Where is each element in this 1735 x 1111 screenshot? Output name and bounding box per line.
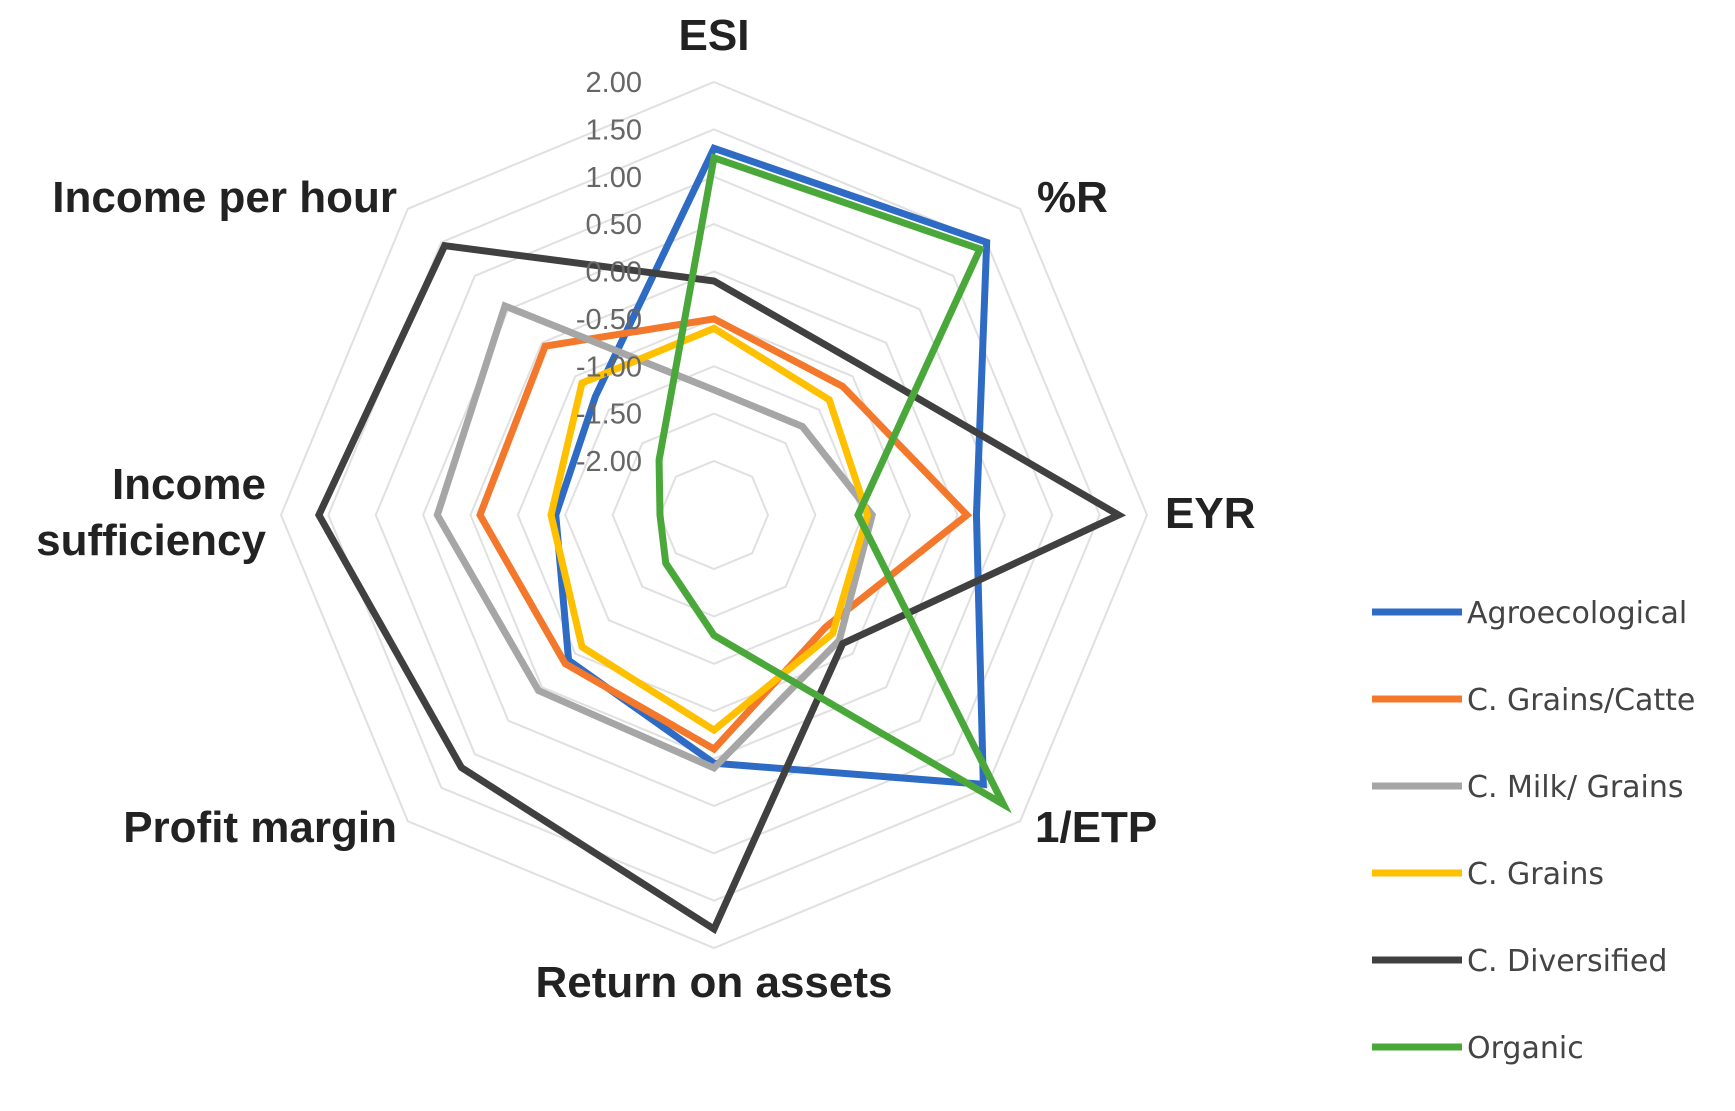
legend-label: C. Grains/Catte — [1467, 683, 1695, 718]
legend-label: C. Milk/ Grains — [1467, 770, 1684, 805]
series-line-c-grains-catte — [476, 315, 973, 754]
legend-label: C. Grains — [1467, 857, 1604, 892]
legend-item-c-grains-catte: C. Grains/Catte — [1372, 683, 1695, 718]
series-line-c-milk-grains — [433, 301, 877, 773]
tick-label: -2.00 — [576, 446, 642, 478]
axis-label-income-per-hour: Income per hour — [52, 173, 397, 222]
legend-label: Agroecological — [1467, 596, 1687, 631]
legend-item-agroecological: Agroecological — [1372, 596, 1687, 631]
tick-label: 1.50 — [586, 114, 642, 146]
grid-ring-2-00 — [658, 459, 770, 571]
tick-label: 1.00 — [586, 162, 642, 194]
legend-label: Organic — [1467, 1031, 1584, 1066]
legend-item-c-milk-grains: C. Milk/ Grains — [1372, 770, 1684, 805]
axis-label-r: %R — [1037, 173, 1108, 222]
legend: Agroecological C. Grains/Catte C. Milk/ Gr… — [1372, 596, 1695, 1066]
series-line-organic — [655, 153, 1012, 814]
grid-ring-0-50 — [516, 317, 912, 713]
grid-ring-1-00 — [564, 365, 864, 665]
axis-label-1-etp: 1/ETP — [1035, 803, 1157, 852]
grid-ring-2-00 — [279, 80, 1149, 950]
radar-grid — [279, 80, 1149, 950]
axis-label-profit-margin: Profit margin — [123, 803, 397, 852]
legend-item-c-diversified: C. Diversified — [1372, 944, 1667, 979]
tick-label: 0.50 — [586, 209, 642, 241]
axis-label-return-on-assets: Return on assets — [536, 958, 893, 1007]
grid-ring-1-50 — [611, 412, 817, 618]
series-line-c-grains — [547, 324, 872, 735]
axis-label-esi: ESI — [679, 11, 750, 60]
series-line-c-diversified — [314, 241, 1127, 935]
tick-label: -1.50 — [576, 399, 642, 431]
radar-series — [314, 143, 1127, 935]
axis-labels: ESI %R EYR 1/ETP Return on assets Profit marg… — [36, 11, 1255, 1007]
tick-label: 0.00 — [586, 257, 642, 289]
legend-item-c-grains: C. Grains — [1372, 857, 1604, 892]
axis-label-eyr: EYR — [1165, 489, 1255, 538]
tick-label: -0.50 — [576, 304, 642, 336]
legend-label: C. Diversified — [1467, 944, 1667, 979]
grid-ring-1-00 — [374, 175, 1054, 855]
legend-item-organic: Organic — [1372, 1031, 1584, 1066]
tick-label: -1.00 — [576, 351, 642, 383]
tick-label: 2.00 — [586, 67, 642, 99]
radial-tick-labels: 2.00 1.50 1.00 0.50 0.00 -0.50 -1.00 -1.50 -2.00 — [576, 67, 642, 478]
